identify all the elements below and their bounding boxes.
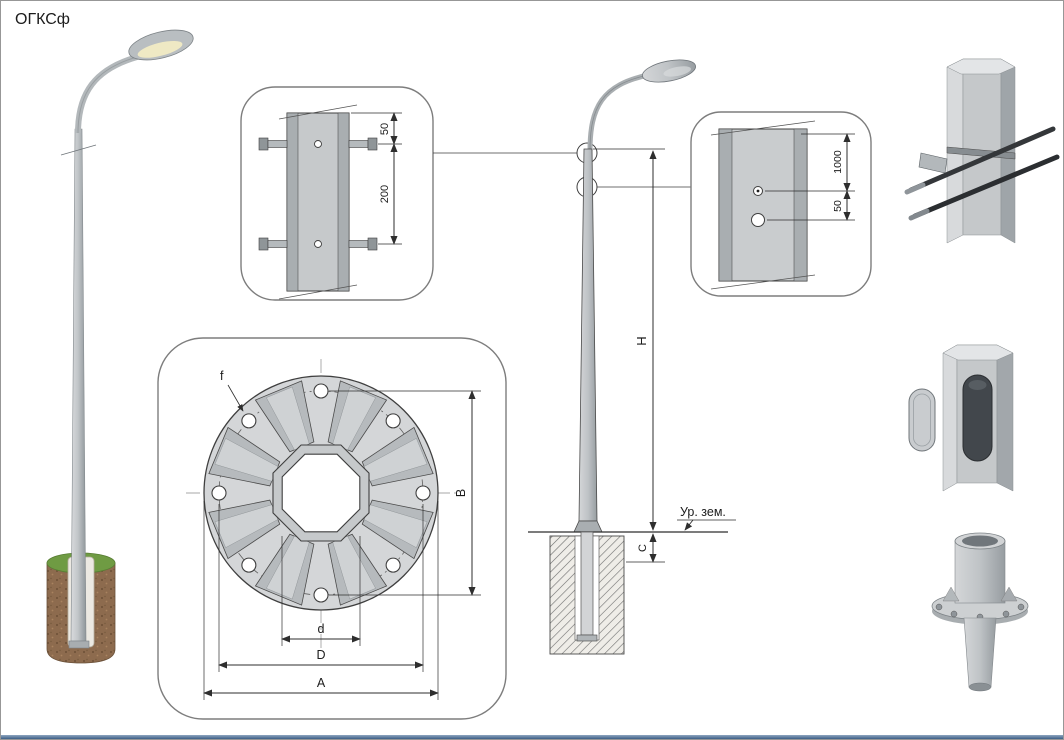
dim-hole-offset: 50 xyxy=(767,190,855,221)
flange-plan-callout: f B d D A xyxy=(157,337,507,720)
pole-embedded-part xyxy=(580,531,594,636)
dim-50b-label: 50 xyxy=(832,200,844,212)
dim-B-label: B xyxy=(454,489,468,497)
pole-edge-right xyxy=(337,112,350,292)
door-cover-plate xyxy=(908,388,936,452)
dim-A: A xyxy=(203,501,439,700)
sheet-bottom-edge xyxy=(1,735,1063,739)
break-mark-top xyxy=(278,104,358,120)
pole-section-face xyxy=(718,128,808,282)
pole-base-plate-3d xyxy=(68,640,90,649)
ground-level-callout: Ур. зем. xyxy=(677,505,736,531)
pole-3d-render xyxy=(46,29,194,664)
clamp-band xyxy=(946,146,1016,160)
bracket-arm-elevation-edge xyxy=(589,74,649,152)
break-mark-top xyxy=(710,120,816,136)
pole-octagon-hole xyxy=(281,453,361,533)
dim-embed-C: C xyxy=(626,533,665,563)
bolt-row-2 xyxy=(258,237,378,251)
dim-50-label: 50 xyxy=(379,123,391,135)
collar-gusset-left xyxy=(942,586,960,602)
lower-cone xyxy=(963,617,997,688)
dim-top-to-hole: 1000 xyxy=(765,133,855,192)
luminaire-3d xyxy=(128,29,194,61)
pole-flange-elevation xyxy=(573,520,603,533)
ground-level-label: Ур. зем. xyxy=(680,505,726,519)
bracket-arm-edge xyxy=(77,56,138,134)
label-hole-f: f xyxy=(220,369,244,412)
earthing-bolt-center xyxy=(756,189,760,193)
dim-200-label: 200 xyxy=(379,185,391,203)
flange-base-3d-render xyxy=(931,532,1029,692)
flange-bolts xyxy=(935,603,1025,621)
bolt-connection-detail-callout: 50 200 xyxy=(240,86,434,301)
dim-D-label: D xyxy=(316,648,325,662)
pole-shaft-elevation xyxy=(578,148,598,522)
cable-hole xyxy=(751,213,765,227)
dim-A-label: A xyxy=(317,676,326,690)
pole-bottom-plate xyxy=(576,634,598,642)
page-title: ОГКСф xyxy=(15,11,70,28)
collar-cylinder xyxy=(954,540,1006,604)
break-mark xyxy=(60,144,97,156)
pole-shaft-3d xyxy=(70,128,87,642)
dim-D: D xyxy=(218,504,424,672)
earthing-rod-1 xyxy=(908,126,1056,193)
pole-edge-left xyxy=(286,112,299,292)
dim-d-label: d xyxy=(318,622,325,636)
earthing-clamp-3d-render xyxy=(904,58,1060,244)
dim-d: d xyxy=(281,536,361,646)
cone-bottom xyxy=(968,682,992,692)
break-mark-bottom xyxy=(710,274,816,290)
pole-edge-right xyxy=(793,128,808,282)
door-opening xyxy=(962,374,993,462)
collar-opening xyxy=(962,535,998,547)
dim-1000-label: 1000 xyxy=(832,150,844,174)
collar-gusset-right xyxy=(1000,586,1018,602)
clamp-wedge xyxy=(918,152,948,174)
pole-edge-left xyxy=(718,128,733,282)
pole-elevation-drawing: H C Ур. зем. xyxy=(528,59,736,655)
break-mark-bottom xyxy=(278,284,358,300)
bracket-arm-3d xyxy=(75,54,138,134)
embed-dim-label: C xyxy=(637,544,649,552)
luminaire-elevation xyxy=(642,59,696,83)
bolt-row-1 xyxy=(258,137,378,151)
dim-height-H: H xyxy=(593,148,665,531)
hole-f-label: f xyxy=(220,369,224,383)
dim-edge-to-bolt: 50 xyxy=(351,112,402,145)
height-dim-label: H xyxy=(634,336,649,345)
detail-leaders xyxy=(433,142,691,198)
dim-bolt-spacing: 200 xyxy=(378,143,402,245)
bracket-arm-elevation xyxy=(587,72,649,152)
earthing-rod-2 xyxy=(912,154,1060,219)
access-door-3d-render xyxy=(908,344,1014,492)
hole-detail-callout: 1000 50 xyxy=(690,111,872,297)
dim-B: B xyxy=(329,390,481,596)
